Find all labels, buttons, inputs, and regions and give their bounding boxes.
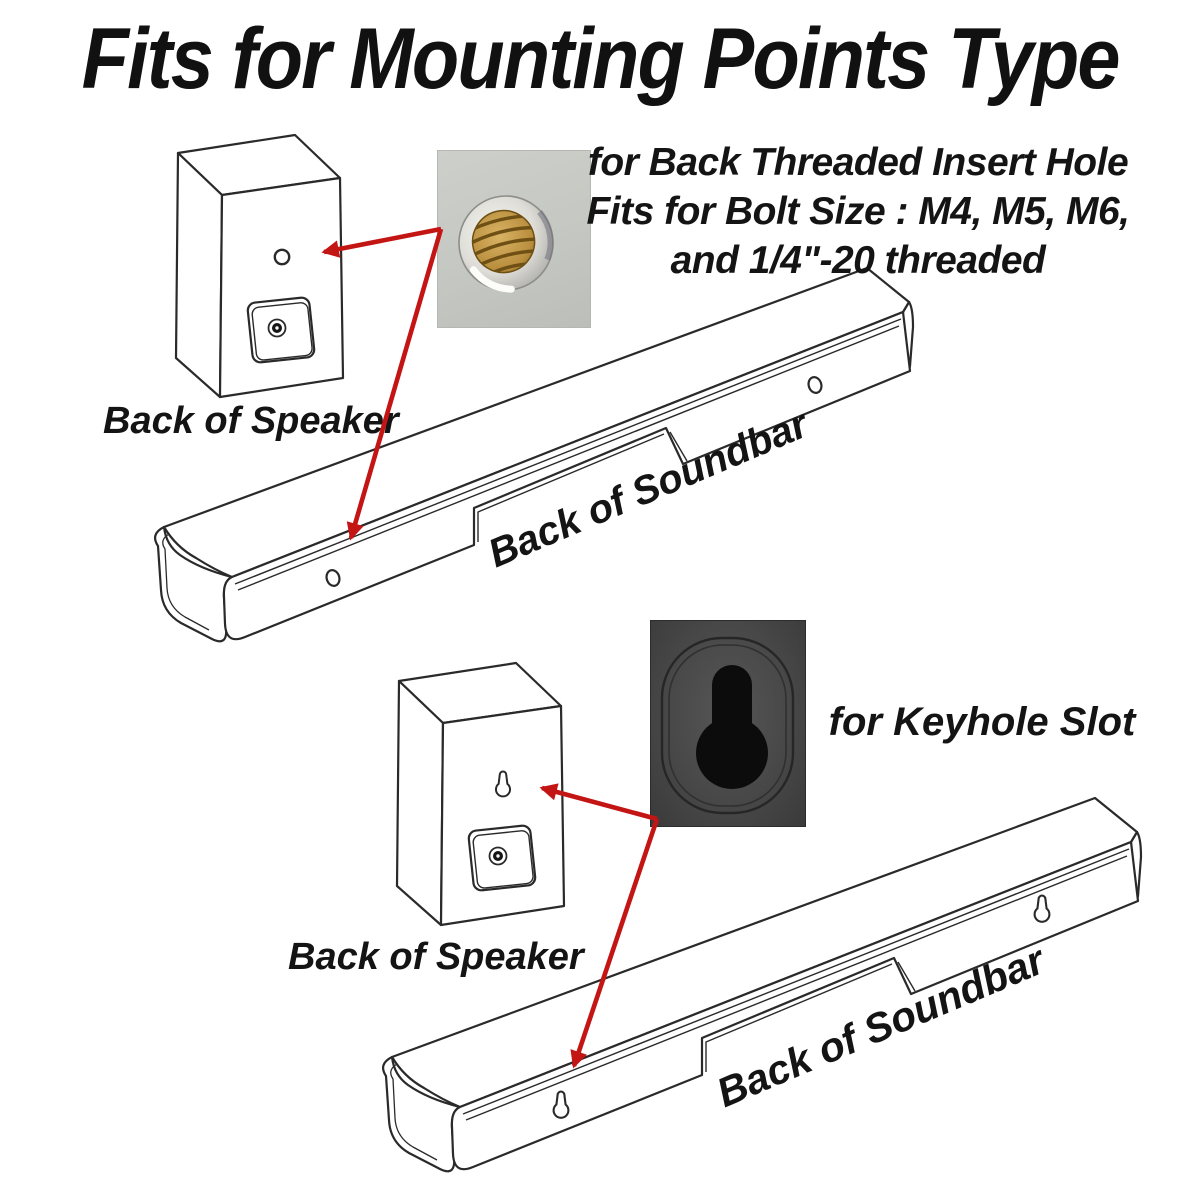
description-line-3: and 1/4"-20 threaded <box>670 239 1046 282</box>
keyhole-recess-outline <box>660 636 795 815</box>
threaded-insert-hole-speaker <box>273 248 291 266</box>
threaded-insert-hole-soundbar-left <box>325 569 341 587</box>
arrow-to-soundbar-keyhole <box>570 818 660 1069</box>
threaded-insert-hole-soundbar-right <box>807 376 823 394</box>
speaker-label-bottom: Back of Speaker <box>288 936 584 978</box>
keyhole-recess-inner-outline <box>668 644 787 807</box>
arrow-to-soundbar-insert-hole <box>346 228 444 541</box>
keyhole-slot-photo <box>650 620 806 827</box>
threaded-insert-photo <box>437 150 591 328</box>
arrow-to-speaker-keyhole <box>539 783 658 822</box>
description-line-2: Fits for Bolt Size : M4, M5, M6, <box>586 190 1130 233</box>
insert-highlight <box>469 266 515 293</box>
threaded-insert-graphic <box>458 195 554 293</box>
description-line-1: for Back Threaded Insert Hole <box>587 141 1129 184</box>
keyhole-slot-graphic <box>660 636 795 815</box>
page-title: Fits for Mounting Points Type <box>81 11 1120 107</box>
threaded-insert-description: for Back Threaded Insert Hole Fits for B… <box>556 138 1160 285</box>
soundbar-back-drawing-top <box>153 266 915 643</box>
keyhole-slot-description: for Keyhole Slot <box>828 700 1136 744</box>
insert-shadow <box>537 210 554 261</box>
page-title-wrap: Fits for Mounting Points Type <box>0 10 1200 109</box>
arrow-to-speaker-insert-hole <box>321 226 442 258</box>
insert-brass-core <box>471 209 536 274</box>
keyhole-cutout <box>696 665 768 789</box>
speaker-back-drawing-top <box>174 133 345 399</box>
speaker-label-top: Back of Speaker <box>103 400 399 442</box>
